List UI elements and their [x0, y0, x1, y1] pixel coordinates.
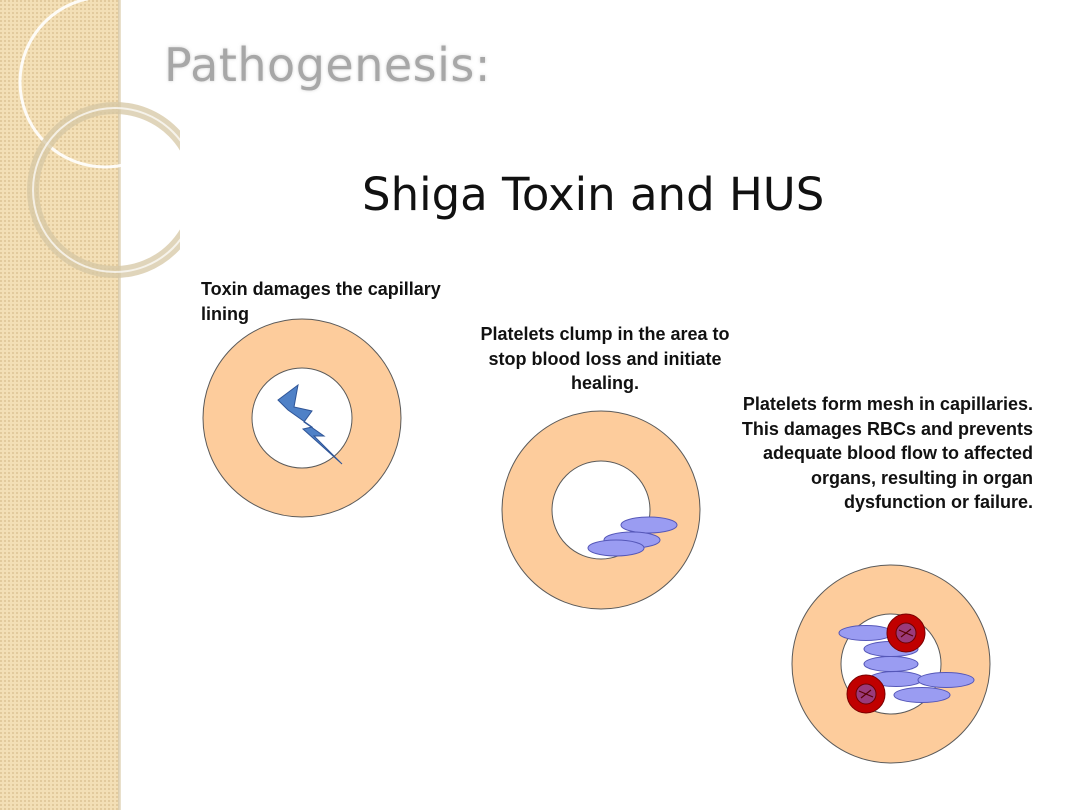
decorative-rings: [18, 0, 180, 278]
red-blood-cell: [886, 613, 926, 653]
stage-3-capillary: [791, 564, 991, 764]
platelet: [838, 625, 894, 641]
stage-1-caption: Toxin damages the capillary lining: [201, 279, 441, 324]
deco-ring-medium-highlight: [32, 107, 180, 273]
sidebar-edge: [118, 0, 121, 810]
platelet: [917, 672, 975, 688]
platelet: [863, 656, 919, 672]
red-blood-cell: [846, 674, 886, 714]
platelet: [587, 539, 645, 557]
stage-1-capillary: [202, 318, 402, 518]
platelet: [620, 516, 678, 534]
slide-heading: Shiga Toxin and HUS: [362, 168, 825, 221]
stage-3-caption: Platelets form mesh in capillaries. This…: [741, 394, 1033, 512]
stage-2-capillary: [501, 410, 701, 610]
lightning-bolt-icon: [277, 383, 343, 465]
page-title: Pathogenesis:: [164, 38, 491, 92]
stage-2-caption: Platelets clump in the area to stop bloo…: [480, 324, 730, 393]
deco-ring-large: [18, 0, 180, 169]
platelet: [893, 687, 951, 703]
